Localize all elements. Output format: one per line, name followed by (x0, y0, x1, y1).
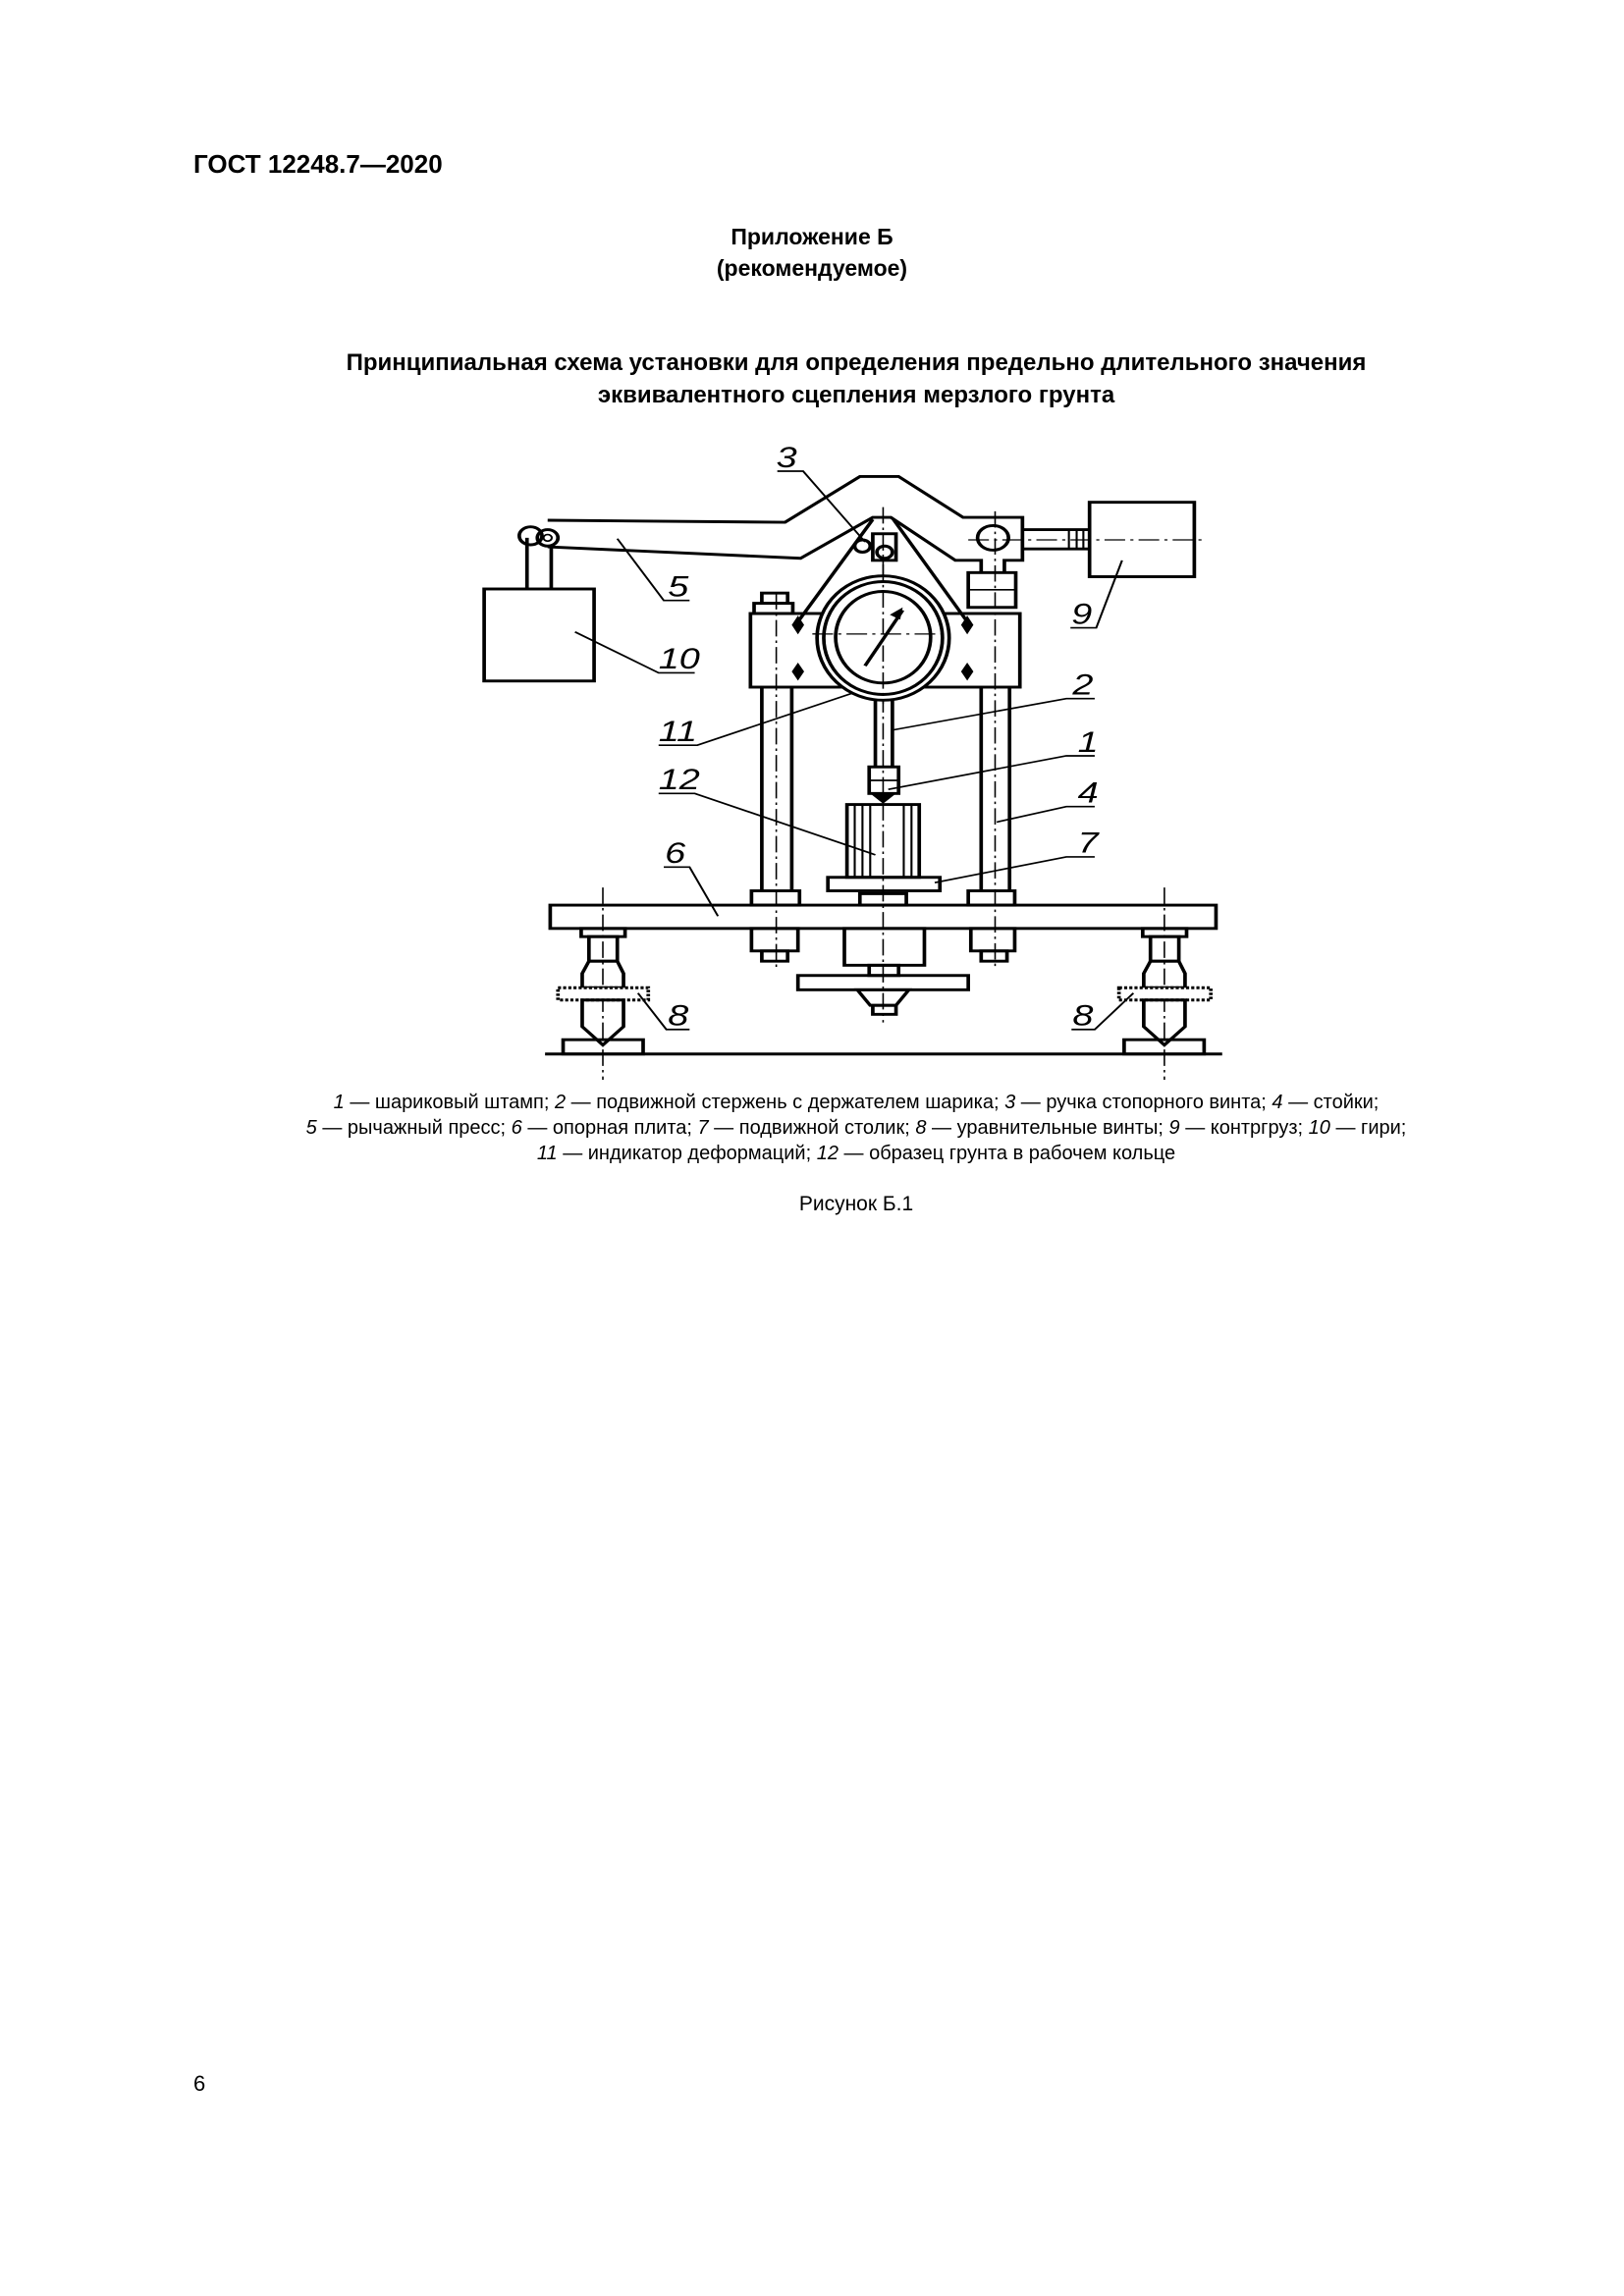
legend-number: 2 (554, 1092, 567, 1113)
movable-rod-2 (867, 700, 901, 804)
label-1: 1 (1078, 725, 1099, 758)
deformation-indicator-11 (812, 564, 951, 704)
legend-line-2: 5 — рычажный пресс; 6 — опорная плита; 7… (0, 1117, 1624, 1140)
legend-line-3: 11 — индикатор деформаций; 12 — образец … (0, 1143, 1624, 1165)
appendix-title: Приложение Б (731, 224, 893, 249)
leveling-screw-right (1116, 927, 1214, 1056)
legend-number: 8 (915, 1117, 927, 1139)
label-12: 12 (659, 764, 700, 796)
legend-text: — контргруз; (1179, 1117, 1309, 1139)
legend-number: 11 (536, 1143, 558, 1164)
legend-text: — уравнительные винты; (926, 1117, 1169, 1139)
figure-number: Рисунок Б.1 (798, 1193, 914, 1215)
apparatus-schematic: 3 5 10 11 12 6 2 1 4 7 9 8 8 (482, 442, 1222, 1080)
label-10: 10 (659, 643, 700, 675)
legend-text: — шариковый штамп; (344, 1092, 555, 1113)
lever-press-5 (547, 474, 1090, 573)
figure-title-line-1: Принципиальная схема установки для опред… (346, 349, 1367, 376)
legend-number: 7 (697, 1117, 709, 1139)
legend-text: — рычажный пресс; (316, 1117, 512, 1139)
legend-text: — стойки; (1282, 1092, 1380, 1113)
label-7: 7 (1078, 827, 1101, 859)
legend-number: 6 (511, 1117, 522, 1139)
label-4: 4 (1078, 776, 1099, 809)
legend-text: — индикатор деформаций; (557, 1143, 817, 1164)
legend-text: — опорная плита; (521, 1117, 698, 1139)
legend-number: 10 (1308, 1117, 1330, 1139)
legend-number: 4 (1272, 1092, 1283, 1113)
page-number: 6 (193, 2071, 206, 2096)
legend-text: — ручка стопорного винта; (1015, 1092, 1272, 1113)
label-9: 9 (1071, 598, 1092, 630)
legend-text: — подвижной столик; (708, 1117, 916, 1139)
label-2: 2 (1071, 668, 1093, 701)
label-8-left: 8 (668, 999, 688, 1032)
counterweight-9 (1087, 501, 1197, 578)
leveling-screw-left (556, 927, 651, 1056)
label-11: 11 (659, 716, 697, 748)
weights-10 (482, 525, 596, 683)
label-3: 3 (777, 442, 797, 474)
legend-text: — гири; (1329, 1117, 1407, 1139)
legend-number: 3 (1004, 1092, 1016, 1113)
legend-number: 9 (1168, 1117, 1180, 1139)
label-8-right: 8 (1072, 999, 1093, 1032)
legend-line-1: 1 — шариковый штамп; 2 — подвижной стерж… (0, 1092, 1624, 1114)
label-5: 5 (668, 570, 689, 603)
figure-title-line-2: эквивалентного сцепления мерзлого грунта (597, 382, 1115, 408)
appendix-status: (рекомендуемое) (716, 255, 908, 281)
document-code: ГОСТ 12248.7—2020 (193, 149, 443, 179)
columns-4 (760, 687, 1012, 891)
legend-number: 12 (816, 1143, 839, 1164)
base-plate-6 (548, 889, 1218, 1016)
legend-number: 1 (333, 1092, 345, 1113)
movable-table-7 (826, 876, 943, 892)
legend-text: — образец грунта в рабочем кольце (838, 1143, 1176, 1164)
legend-number: 5 (305, 1117, 317, 1139)
legend-text: — подвижной стержень с держателем шарика… (566, 1092, 1005, 1113)
label-6: 6 (665, 837, 685, 870)
